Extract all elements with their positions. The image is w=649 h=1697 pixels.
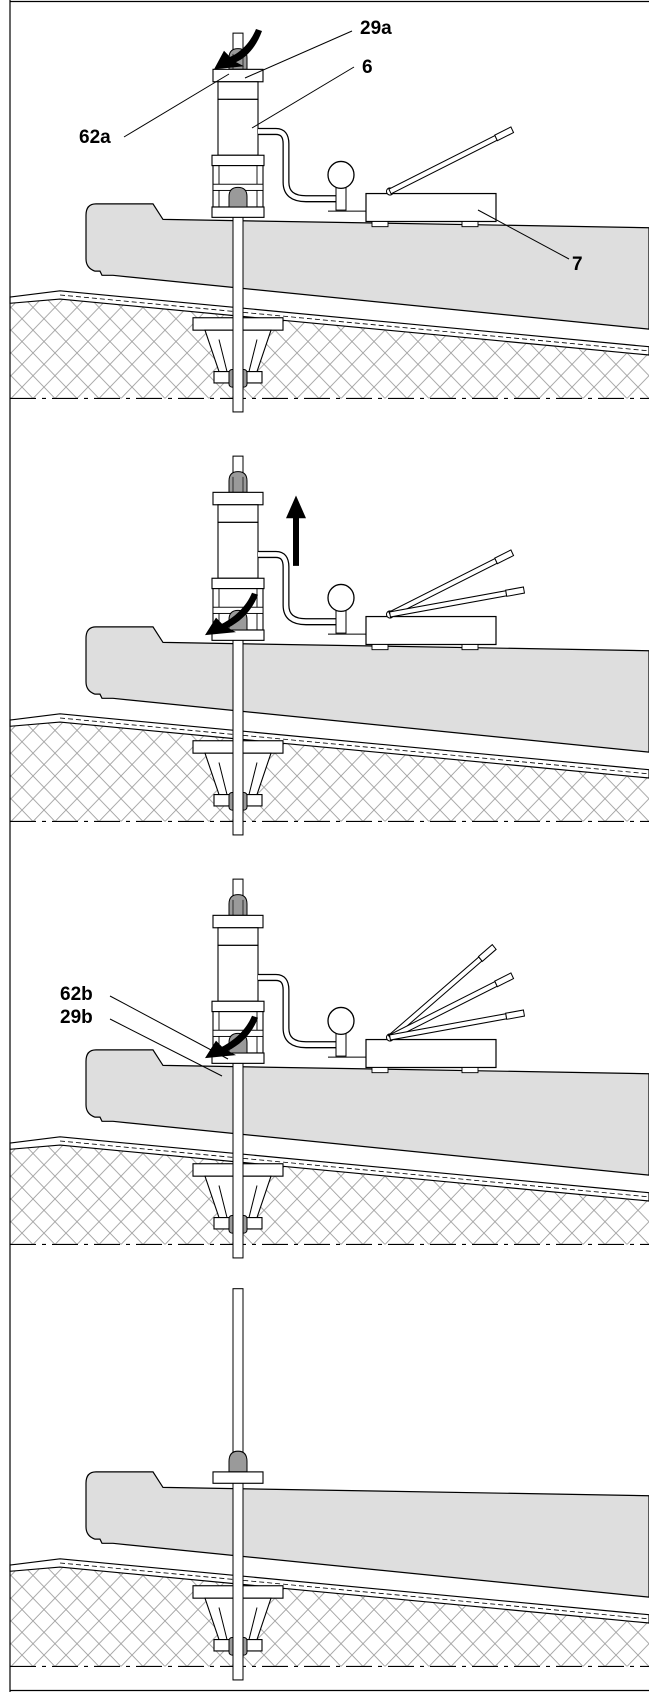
cylinder-body (217, 98, 259, 156)
label-62a: 62a (79, 127, 111, 148)
bridge-top (211, 577, 265, 590)
tie-rod (232, 32, 244, 413)
lift-arrow (286, 495, 306, 566)
top-nut (228, 894, 248, 916)
base-plate-dashed-line (59, 294, 649, 352)
label-62b: 62b (60, 984, 93, 1005)
hose-outline (258, 973, 340, 1049)
hose (258, 129, 340, 202)
cylinder-head (217, 81, 259, 100)
cylinder-head (217, 504, 259, 523)
bridge-base (211, 206, 265, 218)
label-7: 7 (572, 254, 583, 275)
gauge-stem (335, 609, 347, 634)
leader-line-3 (123, 73, 230, 138)
gauge-stem (335, 186, 347, 211)
ground-hatch (10, 1139, 649, 1245)
cylinder-body (217, 944, 259, 1002)
hose-outline (258, 127, 340, 203)
leader-line-2 (251, 66, 355, 129)
label-29b: 29b (60, 1007, 93, 1028)
panel-step-2 (9, 455, 649, 836)
panel-step-3 (9, 878, 649, 1259)
ground-hatch (10, 1561, 649, 1667)
cylinder-head (217, 927, 259, 946)
top-washer (212, 914, 264, 929)
tie-rod (232, 455, 244, 836)
hose (258, 552, 340, 625)
top-washer (212, 491, 264, 506)
tie-rod (232, 878, 244, 1259)
final-washer (212, 1471, 264, 1484)
label-6: 6 (362, 57, 373, 78)
top-nut (228, 471, 248, 493)
ground-hatch (10, 716, 649, 822)
hydraulic-pump (365, 1038, 497, 1069)
lower-nut (228, 186, 248, 208)
leader-line-1 (244, 30, 353, 79)
pressure-gauge (327, 1006, 355, 1036)
machine-foot (85, 626, 649, 753)
leader-line-6 (109, 1018, 223, 1077)
pressure-gauge (327, 160, 355, 190)
pump-handle-1 (388, 549, 515, 618)
leader-lines (109, 30, 570, 1077)
hydraulic-pump (365, 192, 497, 223)
top-washer (212, 68, 264, 83)
bridge-top (211, 1000, 265, 1013)
pump-handle-2 (388, 586, 526, 618)
pump-handle-1 (388, 126, 515, 195)
gauge-stem (335, 1032, 347, 1057)
pump-handle-3 (388, 1009, 526, 1041)
hydraulic-pump (365, 615, 497, 646)
machine-foot (85, 1049, 649, 1176)
panel-step-4 (9, 1288, 649, 1681)
base-plate-dashed-line (59, 1140, 649, 1198)
machine-foot (85, 1471, 649, 1598)
tie-rod (232, 1288, 244, 1681)
rotation-arrow-top (214, 28, 262, 70)
leader-line-4 (477, 209, 570, 260)
base-plate-dashed-line (59, 1562, 649, 1620)
page-frame (9, 0, 649, 1692)
hose (258, 975, 340, 1048)
tightened-nut (228, 1450, 248, 1473)
ground-hatch (10, 293, 649, 399)
rotation-arrow-lower (205, 1015, 258, 1059)
cylinder-body (217, 521, 259, 579)
rotation-arrow-lower (205, 592, 258, 636)
machine-foot (85, 203, 649, 330)
base-plate-dashed-line (59, 717, 649, 775)
label-29a: 29a (360, 18, 392, 39)
pressure-gauge (327, 583, 355, 613)
bridge-top (211, 154, 265, 167)
panel-step-1 (9, 28, 649, 413)
leader-line-5 (109, 995, 229, 1060)
